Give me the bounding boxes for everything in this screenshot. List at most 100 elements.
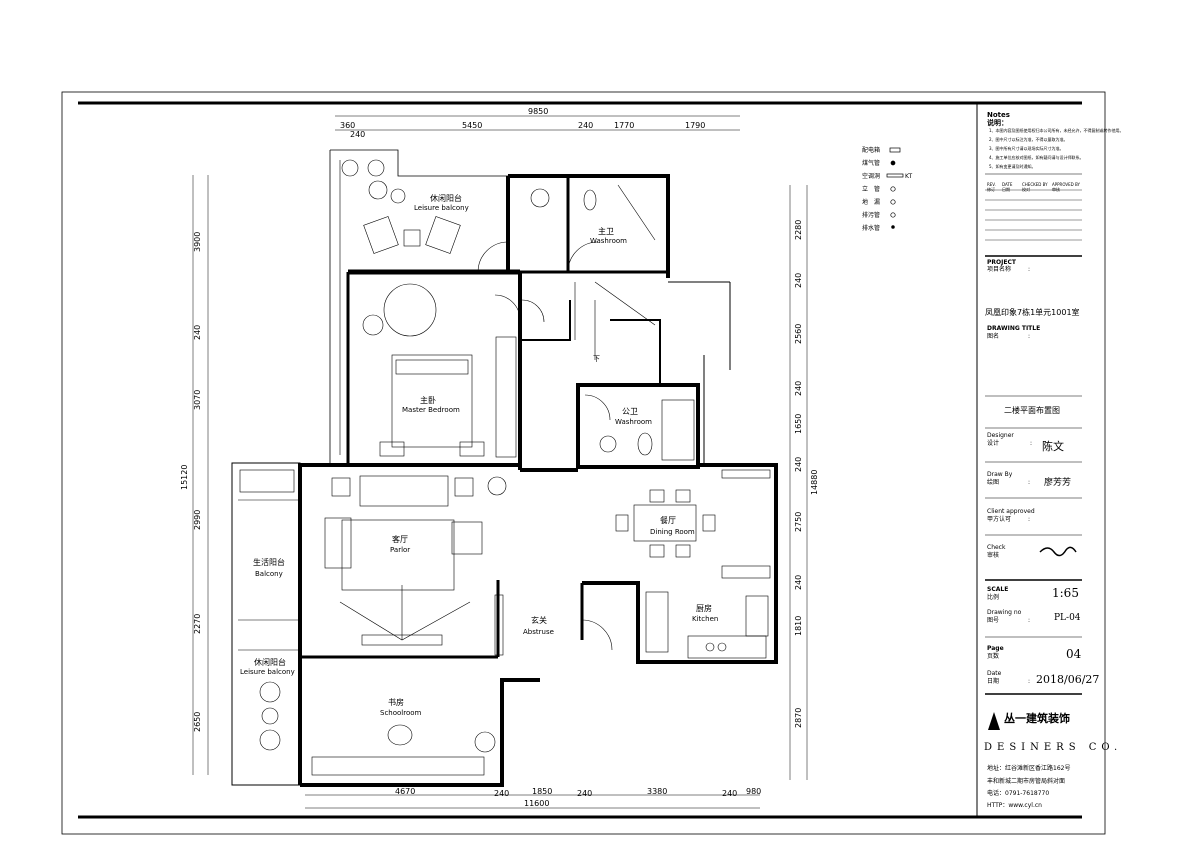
rev-header-approved: APPROVED BY (1052, 182, 1081, 187)
armchair-icon (451, 521, 483, 555)
potted-plant-icon (474, 731, 496, 753)
drawing-title-label-en: DRAWING TITLE (987, 325, 1041, 332)
drawby-value: 廖芳芳 (1044, 478, 1072, 488)
potted-plant-icon (367, 159, 385, 177)
nightstand-icon (459, 441, 485, 457)
check-label-cn: 审核 (987, 552, 1000, 559)
door-swing-icon (584, 394, 611, 421)
legend-item-sewage: 排污管 (862, 212, 881, 219)
note-3: 3、图中所有尺寸请以现场实际尺寸为准。 (989, 146, 1064, 151)
drawby-label-en: Draw By (987, 471, 1013, 478)
company-address-2: 丰和新城二期市房管局斜对面 (987, 778, 1066, 785)
dim-right-3: 2560 (794, 323, 803, 344)
dim-top-2: 5450 (462, 121, 483, 130)
project-label-en: PROJECT (987, 259, 1016, 266)
dim-left-5: 2270 (193, 613, 202, 634)
rev-header-approved-cn: 审核 (1052, 187, 1060, 192)
dim-left-total: 15120 (180, 464, 189, 490)
basin-icon (530, 188, 550, 208)
dimension-lines (192, 115, 808, 809)
door-swing-icon (521, 299, 545, 323)
designer-value: 陈文 (1042, 440, 1064, 453)
side-table-icon (261, 707, 279, 725)
rev-header-checked: CHECKED BY (1022, 182, 1048, 187)
company-name: DESINERS CO. (984, 742, 1123, 753)
room-master-bedroom-cn: 主卧 (420, 396, 436, 405)
bookshelf-icon (311, 756, 485, 776)
toilet-icon (637, 432, 653, 456)
round-stool-icon (362, 314, 384, 336)
note-4: 4、施工单位应核对图纸，如有疑问请与设计师联系。 (989, 155, 1084, 160)
dim-left-2: 240 (193, 324, 202, 340)
dim-right-5: 1650 (794, 413, 803, 434)
sheet-border (61, 91, 1106, 835)
small-dot-icon (891, 225, 895, 229)
dim-right-7: 2750 (794, 511, 803, 532)
project-value: 凤凰印象7栋1单元1001室 (985, 308, 1080, 317)
page-label-en: Page (987, 645, 1004, 652)
room-washroom-main-en: Washroom (590, 237, 627, 245)
dim-right-6: 240 (794, 456, 803, 472)
room-leisure-balcony-bottom-en: Leisure balcony (240, 668, 295, 676)
furniture (239, 159, 771, 776)
legend-item-drain: 排水管 (862, 225, 881, 232)
dim-bottom-4: 240 (577, 789, 593, 798)
room-abstruse-en: Abstruse (523, 628, 554, 636)
floor-drain-icon (890, 199, 896, 205)
basin-icon (599, 435, 617, 453)
dim-right-total: 14880 (810, 469, 819, 495)
toilet-icon (583, 189, 597, 211)
room-abstruse-cn: 玄关 (531, 616, 547, 625)
dim-bottom-5: 3380 (647, 787, 668, 796)
drawby-label-cn: 绘图 (987, 479, 1000, 486)
note-1: 1、本图内容及图纸使用权归本公司所有，未经允许，不得复制或转作他用。 (989, 128, 1124, 133)
dim-right-4: 240 (794, 380, 803, 396)
dining-table-icon (633, 504, 697, 542)
date-label-en: Date (987, 670, 1002, 677)
sideboard-icon (721, 565, 771, 579)
round-rug-icon (383, 283, 437, 337)
legend-item-gas-pipe: 煤气管 (862, 160, 881, 167)
counter-icon (687, 635, 767, 659)
designer-label-cn: 设计 (987, 440, 1000, 447)
scale-label-en: SCALE (987, 586, 1009, 593)
dim-top-1: 360 (340, 121, 356, 130)
rev-header-date: DATE (1002, 182, 1013, 187)
stair-arrow-icon (594, 281, 656, 326)
dim-bottom-1: 4670 (395, 787, 416, 796)
company-web: HTTP：www.cyl.cn (987, 802, 1042, 809)
half-dot-icon (890, 212, 896, 218)
room-schoolroom-en: Schoolroom (380, 709, 422, 717)
bed-icon (391, 354, 473, 448)
dim-top-sub: 240 (350, 130, 366, 139)
notes-title-en: Notes (987, 111, 1010, 119)
check-signature-icon (1039, 546, 1077, 557)
distribution-box-icon (889, 147, 901, 153)
room-balcony-en: Balcony (255, 570, 283, 578)
room-leisure-balcony-bottom-cn: 休闲阳台 (254, 658, 286, 667)
door-swing-icon (477, 241, 509, 273)
legend-ac-suffix: KT (905, 173, 913, 180)
door-swing-icon (494, 294, 521, 321)
title-block-lines (985, 173, 1082, 730)
desk-chair-icon (387, 724, 413, 746)
page-label-cn: 页数 (987, 653, 1000, 660)
dim-top-5: 1790 (685, 121, 706, 130)
lounge-chair-icon (425, 216, 461, 254)
drawing-title-label-cn: 图名 (987, 333, 1000, 340)
designer-colon: : (1030, 440, 1033, 447)
side-table-icon (454, 477, 474, 497)
dim-right-2: 240 (794, 272, 803, 288)
client-label-cn: 甲方认可 (987, 516, 1012, 523)
notes-title-cn: 说明： (987, 119, 1008, 127)
room-kitchen-en: Kitchen (692, 615, 719, 623)
lounge-chair-icon (259, 729, 281, 751)
armchair-icon (324, 517, 352, 569)
drawing-no-label-en: Drawing no (987, 609, 1022, 616)
date-value: 2018/06/27 (1036, 673, 1100, 686)
dim-right-9: 1810 (794, 615, 803, 636)
fridge-icon (645, 591, 669, 653)
room-kitchen-cn: 厨房 (696, 604, 712, 613)
drawing-title-value: 二楼平面布置图 (1004, 406, 1060, 415)
dim-right-10: 2870 (794, 707, 803, 728)
